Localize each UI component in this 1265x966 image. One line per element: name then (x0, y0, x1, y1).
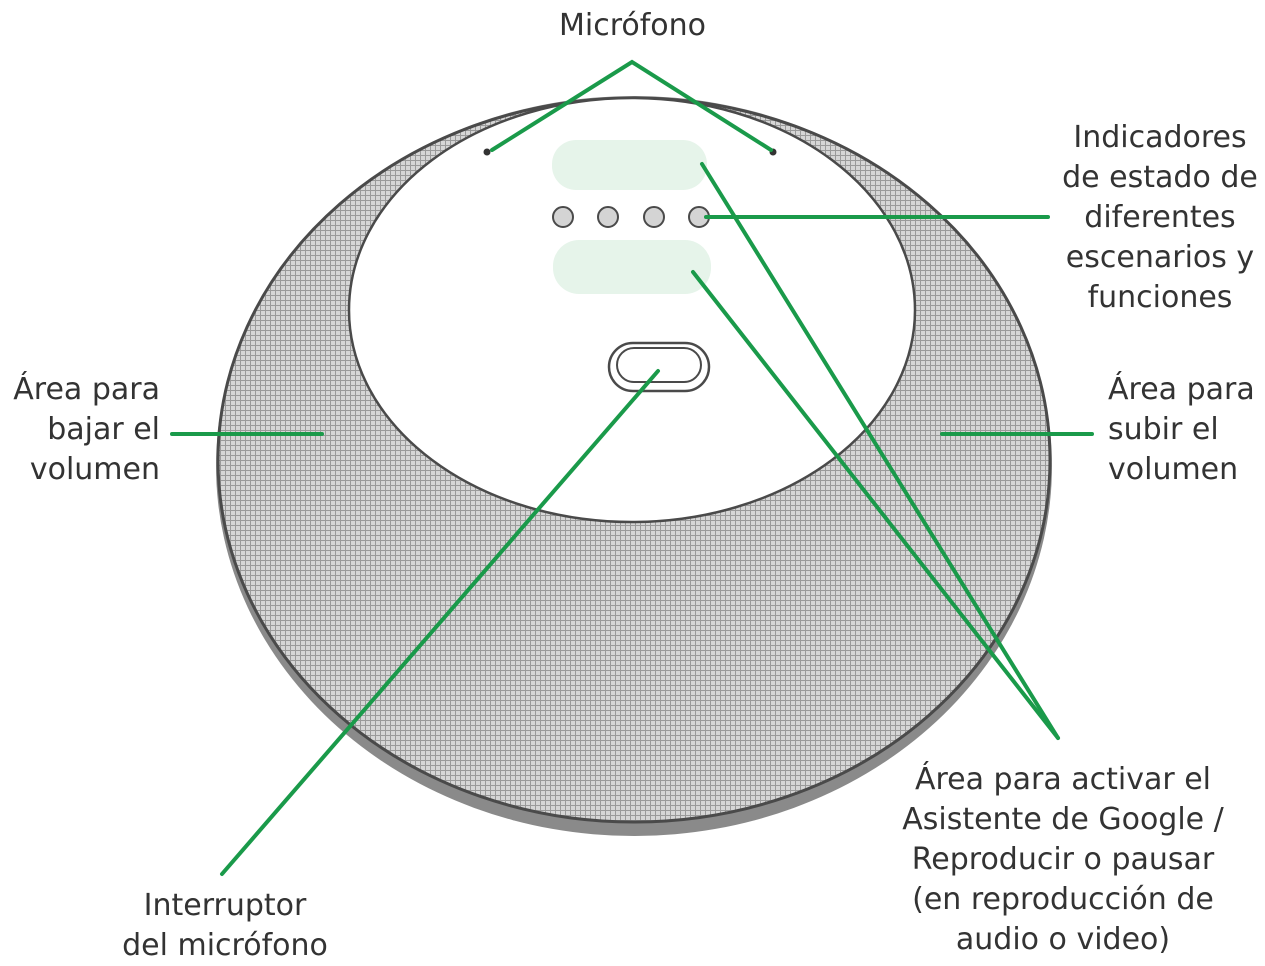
label-line: Interruptor (143, 888, 307, 923)
top-panel-surface (347, 96, 917, 524)
label-microphone: Micrófono (0, 6, 1265, 46)
label-volume-up: Área para subir el volumen (1108, 370, 1265, 490)
label-status-indicators: Indicadores de estado de diferentes esce… (1040, 118, 1265, 318)
mic-switch-icon (607, 341, 711, 393)
leader-lines (170, 59, 1094, 876)
label-line: subir el (1108, 412, 1219, 447)
label-line: del micrófono (122, 928, 328, 963)
status-led-icon (643, 206, 665, 228)
label-line: Indicadores (1073, 120, 1247, 155)
label-mic-switch: Interruptor del micrófono (90, 886, 360, 966)
label-line: escenarios y (1065, 240, 1255, 275)
label-assistant-area: Área para activar el Asistente de Google… (878, 760, 1248, 960)
label-line: volumen (29, 452, 160, 487)
label-line: Área para activar el (914, 762, 1212, 797)
top-panel (347, 96, 917, 524)
status-led-icon (597, 206, 619, 228)
assistant-zone-upper (552, 140, 707, 190)
label-line: Asistente de Google / (902, 802, 1224, 837)
label-volume-down: Área para bajar el volumen (0, 370, 160, 490)
leader-assistant-lower (691, 270, 1060, 740)
status-led-row (552, 206, 710, 228)
label-line: Área para (13, 372, 160, 407)
label-line: bajar el (47, 412, 160, 447)
leader-mic-switch (220, 369, 660, 876)
label-line: Área para (1108, 372, 1255, 407)
leader-assistant-upper (700, 162, 1060, 740)
label-line: de estado de (1062, 160, 1258, 195)
leader-microphone (490, 59, 773, 152)
label-line: audio o video) (955, 922, 1171, 957)
label-line: volumen (1108, 452, 1239, 487)
label-line: diferentes (1084, 200, 1236, 235)
label-line: funciones (1087, 280, 1233, 315)
label-line: Reproducir o pausar (911, 842, 1215, 877)
assistant-zone-lower (553, 240, 711, 294)
label-line: (en reproducción de (912, 882, 1214, 917)
microphone-hole-icon (483, 148, 491, 156)
label-line: Micrófono (558, 8, 707, 43)
status-led-icon (552, 206, 574, 228)
